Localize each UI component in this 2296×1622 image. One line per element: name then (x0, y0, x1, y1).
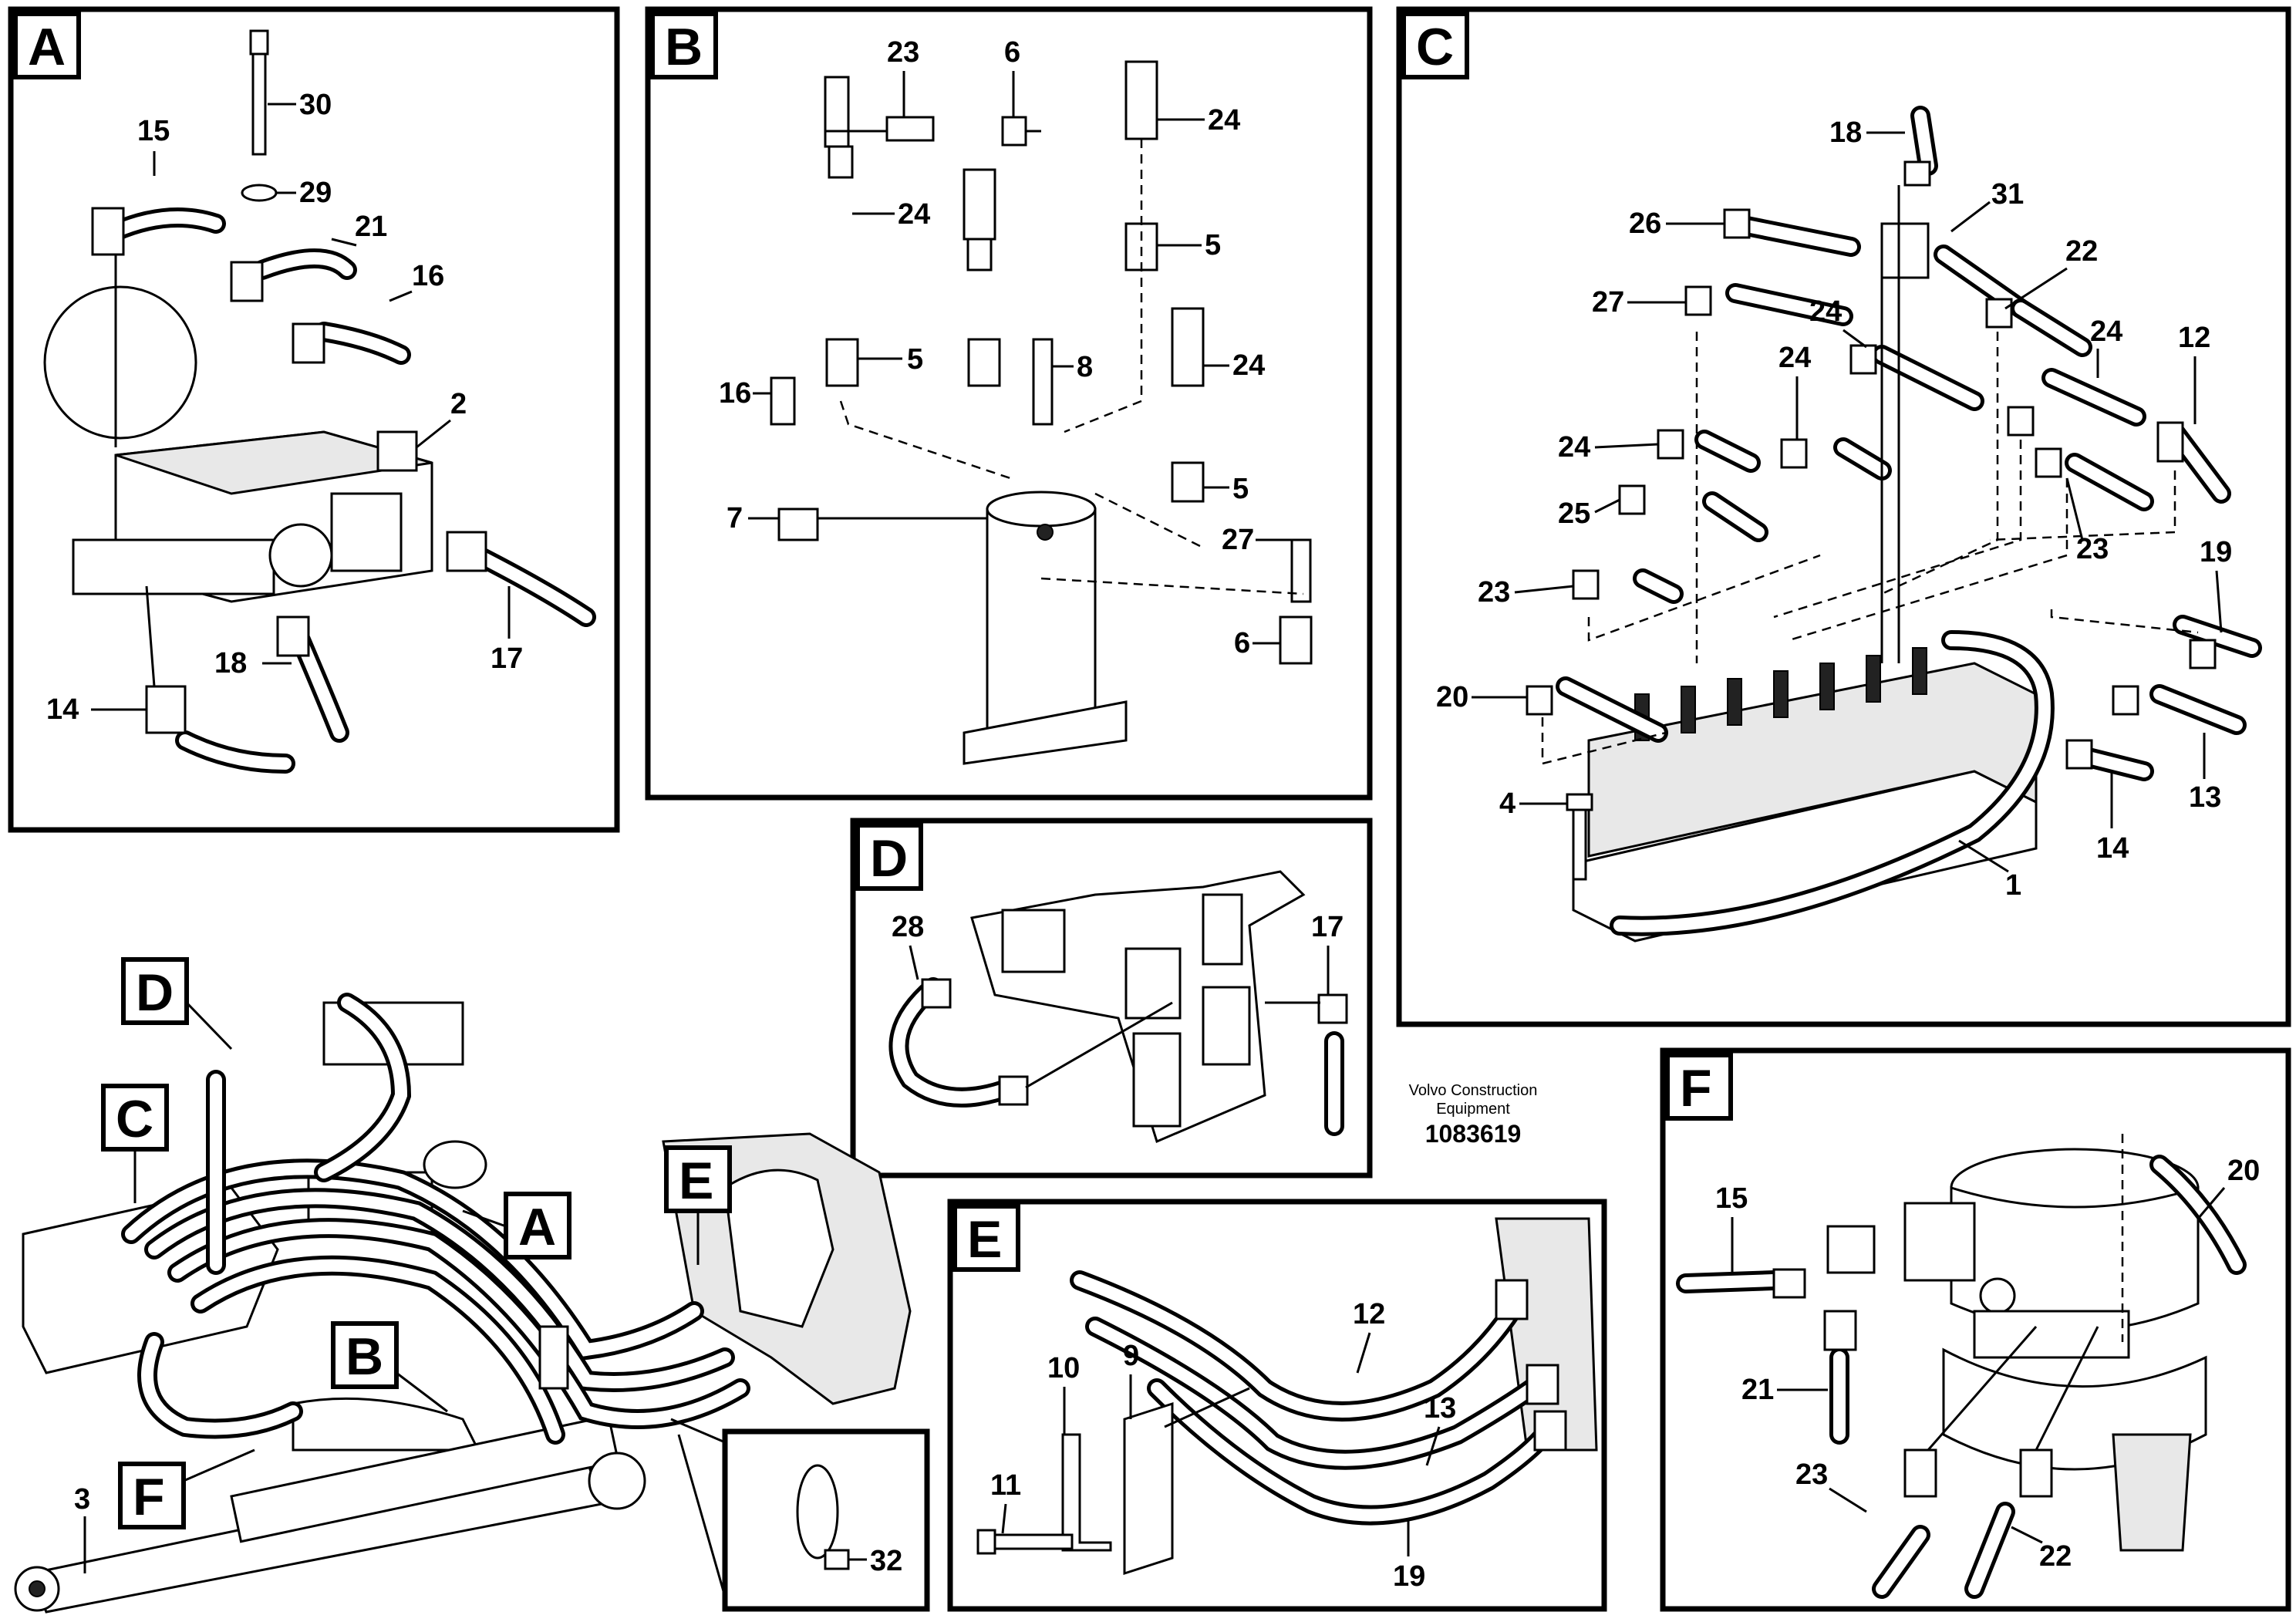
callout-a-2: 2 (450, 388, 467, 420)
callout-c-13: 13 (2189, 781, 2221, 814)
callout-c-24c: 24 (1778, 342, 1811, 374)
callout-e-9: 9 (1123, 1340, 1139, 1372)
marker-d: D (136, 963, 174, 1022)
callout-a-29: 29 (299, 177, 332, 209)
callout-b-16: 16 (719, 377, 751, 410)
panel-b-label: B (665, 18, 703, 76)
panel-b: B 23 6 24 24 24 (645, 6, 1373, 801)
callout-b-6: 6 (1004, 36, 1020, 69)
callout-c-27: 27 (1592, 286, 1624, 319)
callout-b-5b: 5 (1205, 229, 1221, 261)
callout-b-7: 7 (727, 502, 743, 534)
callout-c-12: 12 (2178, 322, 2210, 354)
callout-f-22: 22 (2039, 1540, 2072, 1573)
callout-c-22: 22 (2065, 235, 2098, 268)
callout-e-11: 11 (990, 1469, 1021, 1502)
callout-c-20: 20 (1436, 681, 1468, 713)
callout-c-23b: 23 (1478, 576, 1510, 609)
callout-a-15: 15 (137, 115, 170, 147)
callout-b-6b: 6 (1234, 627, 1250, 659)
marker-a: A (518, 1198, 556, 1256)
callout-b-5a: 5 (907, 343, 923, 376)
marker-b: B (346, 1327, 383, 1386)
callout-3: 3 (74, 1483, 90, 1516)
callout-b-24c: 24 (1232, 349, 1265, 382)
marker-f: F (133, 1468, 165, 1526)
callout-a-17: 17 (491, 642, 523, 675)
callout-c-4: 4 (1499, 787, 1515, 820)
callout-b-24a: 24 (898, 198, 930, 231)
callout-b-23: 23 (887, 36, 919, 69)
panel-f-label: F (1680, 1059, 1712, 1118)
callout-32: 32 (870, 1545, 902, 1577)
panel-d: D 28 17 (850, 818, 1373, 1179)
callout-c-25: 25 (1558, 497, 1590, 530)
panel-a: A 30 15 29 21 1 (8, 6, 620, 833)
callout-c-1: 1 (2005, 869, 2021, 902)
callout-a-14: 14 (46, 693, 79, 726)
callout-c-14: 14 (2096, 832, 2129, 865)
callout-a-18: 18 (214, 647, 247, 679)
callout-d-28: 28 (892, 911, 924, 943)
panel-e-label: E (967, 1210, 1002, 1269)
callout-e-19: 19 (1393, 1560, 1425, 1593)
callout-d-17: 17 (1311, 911, 1344, 943)
callout-f-23: 23 (1795, 1458, 1828, 1491)
callout-a-21: 21 (355, 211, 387, 243)
marker-c: C (116, 1090, 153, 1148)
callout-c-24d: 24 (1558, 431, 1590, 464)
callout-b-5c: 5 (1232, 473, 1249, 505)
callout-f-21: 21 (1741, 1374, 1774, 1406)
callout-c-19: 19 (2200, 536, 2232, 568)
callout-e-12: 12 (1353, 1298, 1385, 1330)
overview-assembly: 32 3 D C A E B F (14, 957, 930, 1614)
callout-c-18: 18 (1829, 116, 1862, 149)
callout-c-24b: 24 (2090, 315, 2122, 348)
callout-b-27: 27 (1222, 524, 1254, 556)
caption-company: Volvo Construction (1408, 1082, 1538, 1099)
panel-c-label: C (1416, 18, 1454, 76)
callout-b-24b: 24 (1208, 104, 1240, 137)
panel-d-label: D (870, 829, 908, 888)
panel-e: E 12 10 9 13 11 19 (947, 1199, 1607, 1612)
marker-e: E (679, 1152, 713, 1210)
panel-c: C (1396, 6, 2291, 1027)
callout-c-24a: 24 (1809, 295, 1842, 328)
callout-b-8: 8 (1077, 351, 1093, 383)
callout-a-30: 30 (299, 89, 332, 121)
callout-f-20: 20 (2227, 1155, 2260, 1187)
callout-e-10: 10 (1047, 1352, 1080, 1384)
callout-a-16: 16 (412, 260, 444, 292)
callout-c-31: 31 (1991, 178, 2024, 211)
panel-f: F 15 20 21 23 22 (1660, 1047, 2291, 1612)
callout-e-13: 13 (1424, 1392, 1456, 1425)
caption-drawing-number: 1083619 (1424, 1120, 1522, 1148)
callout-f-15: 15 (1715, 1182, 1748, 1215)
caption-company-line2: Equipment (1436, 1101, 1510, 1118)
drawing-caption: Volvo Construction Equipment 1083619 (1373, 1081, 1573, 1149)
panel-a-label: A (28, 18, 66, 76)
callout-c-26: 26 (1629, 207, 1661, 240)
